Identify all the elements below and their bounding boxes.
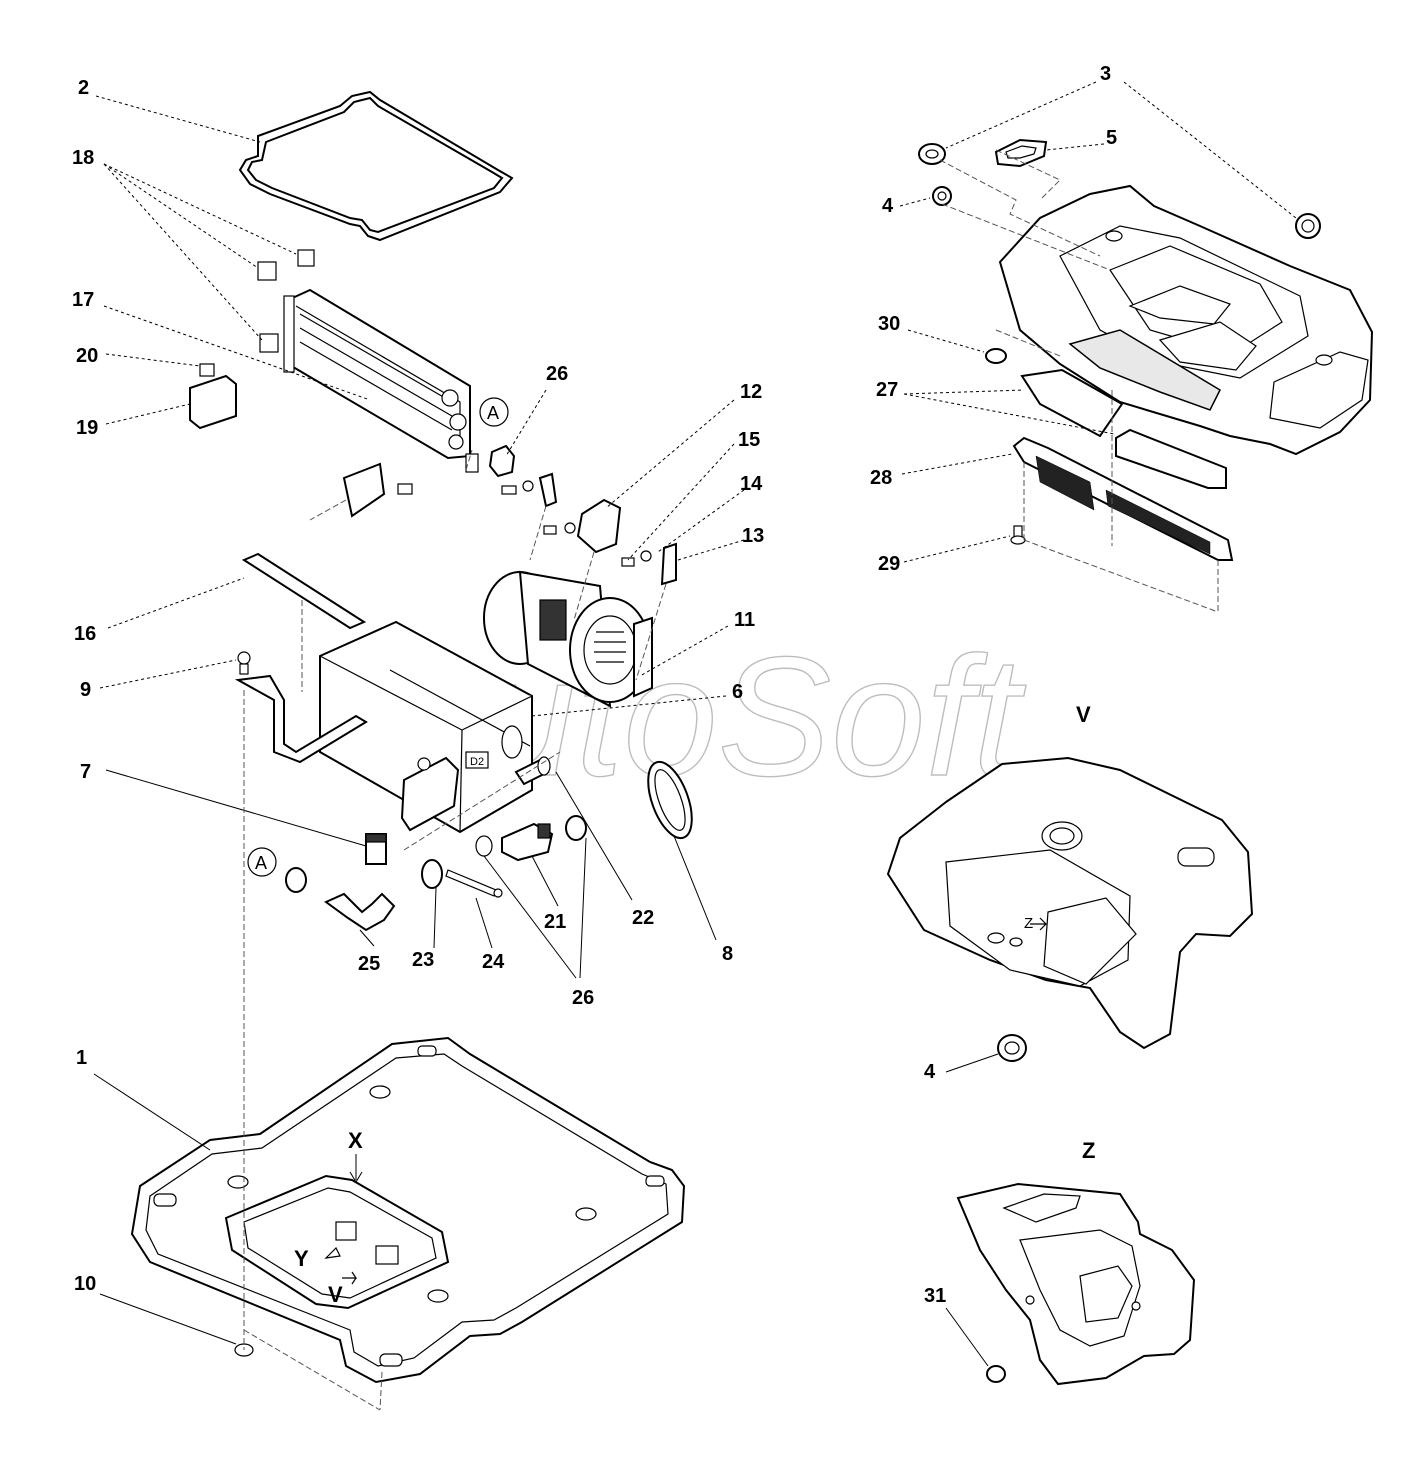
callout-29: 29 xyxy=(878,553,900,575)
marker-a-bottom-text: A xyxy=(255,853,267,873)
callout-21: 21 xyxy=(544,911,566,933)
callout-17: 17 xyxy=(72,289,94,311)
view-labels: V Z X Y V Z xyxy=(294,702,1095,1307)
callout-18: 18 xyxy=(72,147,94,169)
callout-30: 30 xyxy=(878,313,900,335)
callout-4-top: 4 xyxy=(882,195,894,217)
part-18-clips xyxy=(257,249,315,353)
callout-4-bottom: 4 xyxy=(924,1061,936,1083)
view-label-z-small: Z xyxy=(1024,915,1033,932)
callout-6: 6 xyxy=(732,681,743,703)
view-label-v-small: V xyxy=(328,1282,343,1307)
part-6-housing-box: D2 xyxy=(319,620,533,834)
callout-2: 2 xyxy=(78,77,89,99)
reference-marker-a-top: A xyxy=(479,397,509,427)
callout-14: 14 xyxy=(740,473,763,495)
part-29-screw xyxy=(1010,525,1026,545)
part-30-nut xyxy=(985,348,1007,364)
part-9-frame-bracket xyxy=(234,651,368,764)
view-label-y: Y xyxy=(294,1246,309,1271)
marker-a-top-text: A xyxy=(487,403,499,423)
parts-3-4-5-grommets xyxy=(918,138,1321,239)
callout-26-bottom: 26 xyxy=(572,987,594,1009)
callout-27: 27 xyxy=(876,379,898,401)
callout-24: 24 xyxy=(482,951,505,973)
reference-marker-a-bottom: A xyxy=(247,847,277,877)
callout-12: 12 xyxy=(740,381,762,403)
part-22-tube xyxy=(514,756,551,786)
view-z-detail xyxy=(956,1182,1196,1386)
part-17-heater-core xyxy=(283,288,471,460)
part-21-valve xyxy=(475,822,554,862)
callout-11: 11 xyxy=(734,609,755,631)
callout-3: 3 xyxy=(1100,63,1111,85)
part-1-roof-panel xyxy=(130,1036,686,1384)
callout-16: 16 xyxy=(74,623,96,645)
callout-5: 5 xyxy=(1106,127,1117,149)
part-16-foam-strip xyxy=(241,552,367,630)
callout-10: 10 xyxy=(74,1273,96,1295)
view-label-x: X xyxy=(348,1128,363,1153)
d2-badge-text: D2 xyxy=(470,756,484,768)
part-28-grille xyxy=(1012,436,1234,561)
view-v-detail xyxy=(886,756,1254,1062)
part-27-foam-pads xyxy=(1020,368,1227,489)
callout-labels: 2 18 17 20 19 26 12 15 14 13 16 9 11 6 7… xyxy=(72,63,1117,1307)
callout-9: 9 xyxy=(80,679,91,701)
part-26-clamp-top xyxy=(465,444,516,478)
callout-26-top: 26 xyxy=(546,363,568,385)
bracket-lower-left xyxy=(342,462,413,518)
callout-25: 25 xyxy=(358,953,380,975)
callout-13: 13 xyxy=(742,525,764,547)
part-2-seal-gasket xyxy=(238,90,514,242)
callout-7: 7 xyxy=(80,761,91,783)
part-25-hose xyxy=(285,867,396,932)
callout-19: 19 xyxy=(76,417,98,439)
callout-23: 23 xyxy=(412,949,434,971)
valve-bracket xyxy=(400,756,460,832)
part-19-20-bracket-bolt xyxy=(189,363,237,430)
callout-15: 15 xyxy=(738,429,760,451)
leader-lines xyxy=(93,81,1297,1411)
part-24-bolt xyxy=(445,869,503,898)
fasteners-12-15 xyxy=(501,472,677,586)
callout-1: 1 xyxy=(76,1047,87,1069)
callout-28: 28 xyxy=(870,467,892,489)
callout-8: 8 xyxy=(722,943,733,965)
callout-22: 22 xyxy=(632,907,654,929)
view-label-z: Z xyxy=(1082,1138,1095,1163)
part-26-clamps-lower xyxy=(421,815,587,889)
callout-31: 31 xyxy=(924,1285,946,1307)
view-label-v: V xyxy=(1076,702,1091,727)
part-7-clip xyxy=(365,833,387,865)
callout-20: 20 xyxy=(76,345,98,367)
part-11-blower-fan xyxy=(483,570,653,708)
part-8-oval-seal xyxy=(647,760,693,840)
